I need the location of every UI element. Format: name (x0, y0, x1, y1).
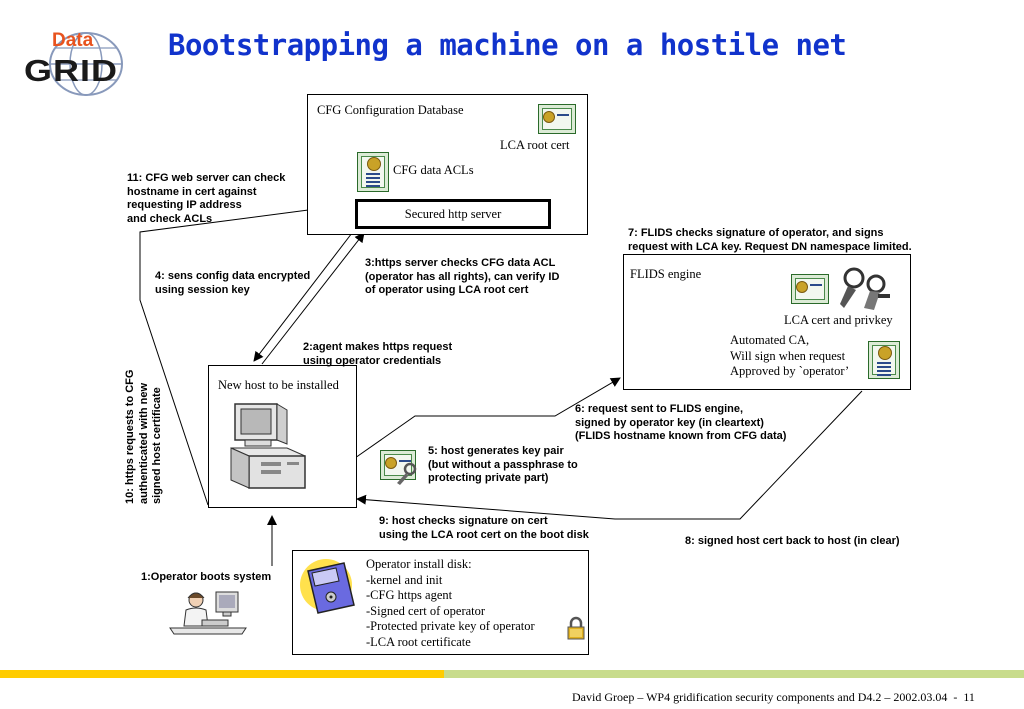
automated-ca-text: Automated CA, Will sign when request App… (730, 333, 850, 378)
cfg-database-title: CFG Configuration Database (317, 103, 464, 117)
new-host-box: New host to be installed (208, 365, 357, 508)
page-title: Bootstrapping a machine on a hostile net (168, 28, 847, 62)
arrow-4-config-data (253, 232, 353, 362)
secured-http-server: Secured http server (355, 199, 551, 229)
desktop-computer-icon (230, 403, 306, 489)
padlock-icon (567, 616, 585, 640)
step-8-note: 8: signed host cert back to host (in cle… (685, 535, 900, 547)
key-ring-icon (840, 267, 890, 310)
arrow-2-https-request (261, 232, 365, 365)
step-2-note: 2:agent makes https request using operat… (303, 341, 453, 367)
ca-certificate-icon (868, 341, 900, 379)
arrow-8-signed-cert-back (356, 390, 863, 520)
footer-bar-green (444, 670, 1024, 678)
globe-icon (49, 32, 123, 96)
arrow-10-host-cert-request (139, 200, 355, 506)
cfg-data-acls-label: CFG data ACLs (393, 163, 474, 177)
datagrid-logo: Data GRID (22, 28, 150, 96)
step-11-note: 11: CFG web server can check hostname in… (127, 172, 286, 225)
step-6-note: 6: request sent to FLIDS engine, signed … (575, 403, 787, 442)
install-disk-box: Operator install disk: -kernel and init … (292, 550, 589, 655)
lca-cert-privkey-label: LCA cert and privkey (784, 313, 893, 327)
arrow-6-request-to-flids (354, 377, 621, 459)
step-7-note: 7: FLIDS checks signature of operator, a… (628, 227, 912, 253)
step-9-note: 9: host checks signature on cert using t… (379, 515, 589, 541)
footer-text: David Groep – WP4 gridification security… (572, 690, 975, 704)
operator-at-computer-icon (169, 591, 247, 635)
step-10-note: 10: https requests to CFG authenticated … (124, 369, 163, 504)
step-5-note: 5: host generates key pair (but without … (428, 445, 578, 484)
floppy-disk-icon (300, 559, 355, 614)
footer-bar-yellow (0, 670, 444, 678)
lca-cert-icon (791, 274, 829, 304)
cfg-database-box: CFG Configuration Database LCA root cert… (307, 94, 588, 235)
key-icon (397, 462, 417, 485)
flids-engine-title: FLIDS engine (630, 267, 702, 281)
flids-engine-box: FLIDS engine LCA cert and privkey Automa… (623, 254, 911, 390)
step-1-note: 1:Operator boots system (141, 571, 272, 583)
step-3-note: 3:https server checks CFG data ACL (oper… (365, 257, 560, 296)
step-4-note: 4: sens config data encrypted using sess… (155, 270, 311, 296)
cfg-data-acls-icon (357, 152, 389, 192)
lca-root-cert-icon (538, 104, 576, 134)
new-host-title: New host to be installed (218, 378, 339, 392)
install-disk-contents: Operator install disk: -kernel and init … (366, 557, 535, 649)
lca-root-cert-label: LCA root cert (500, 138, 570, 152)
logo-data-text: Data (52, 30, 94, 51)
logo-grid-text: GRID (24, 53, 118, 88)
